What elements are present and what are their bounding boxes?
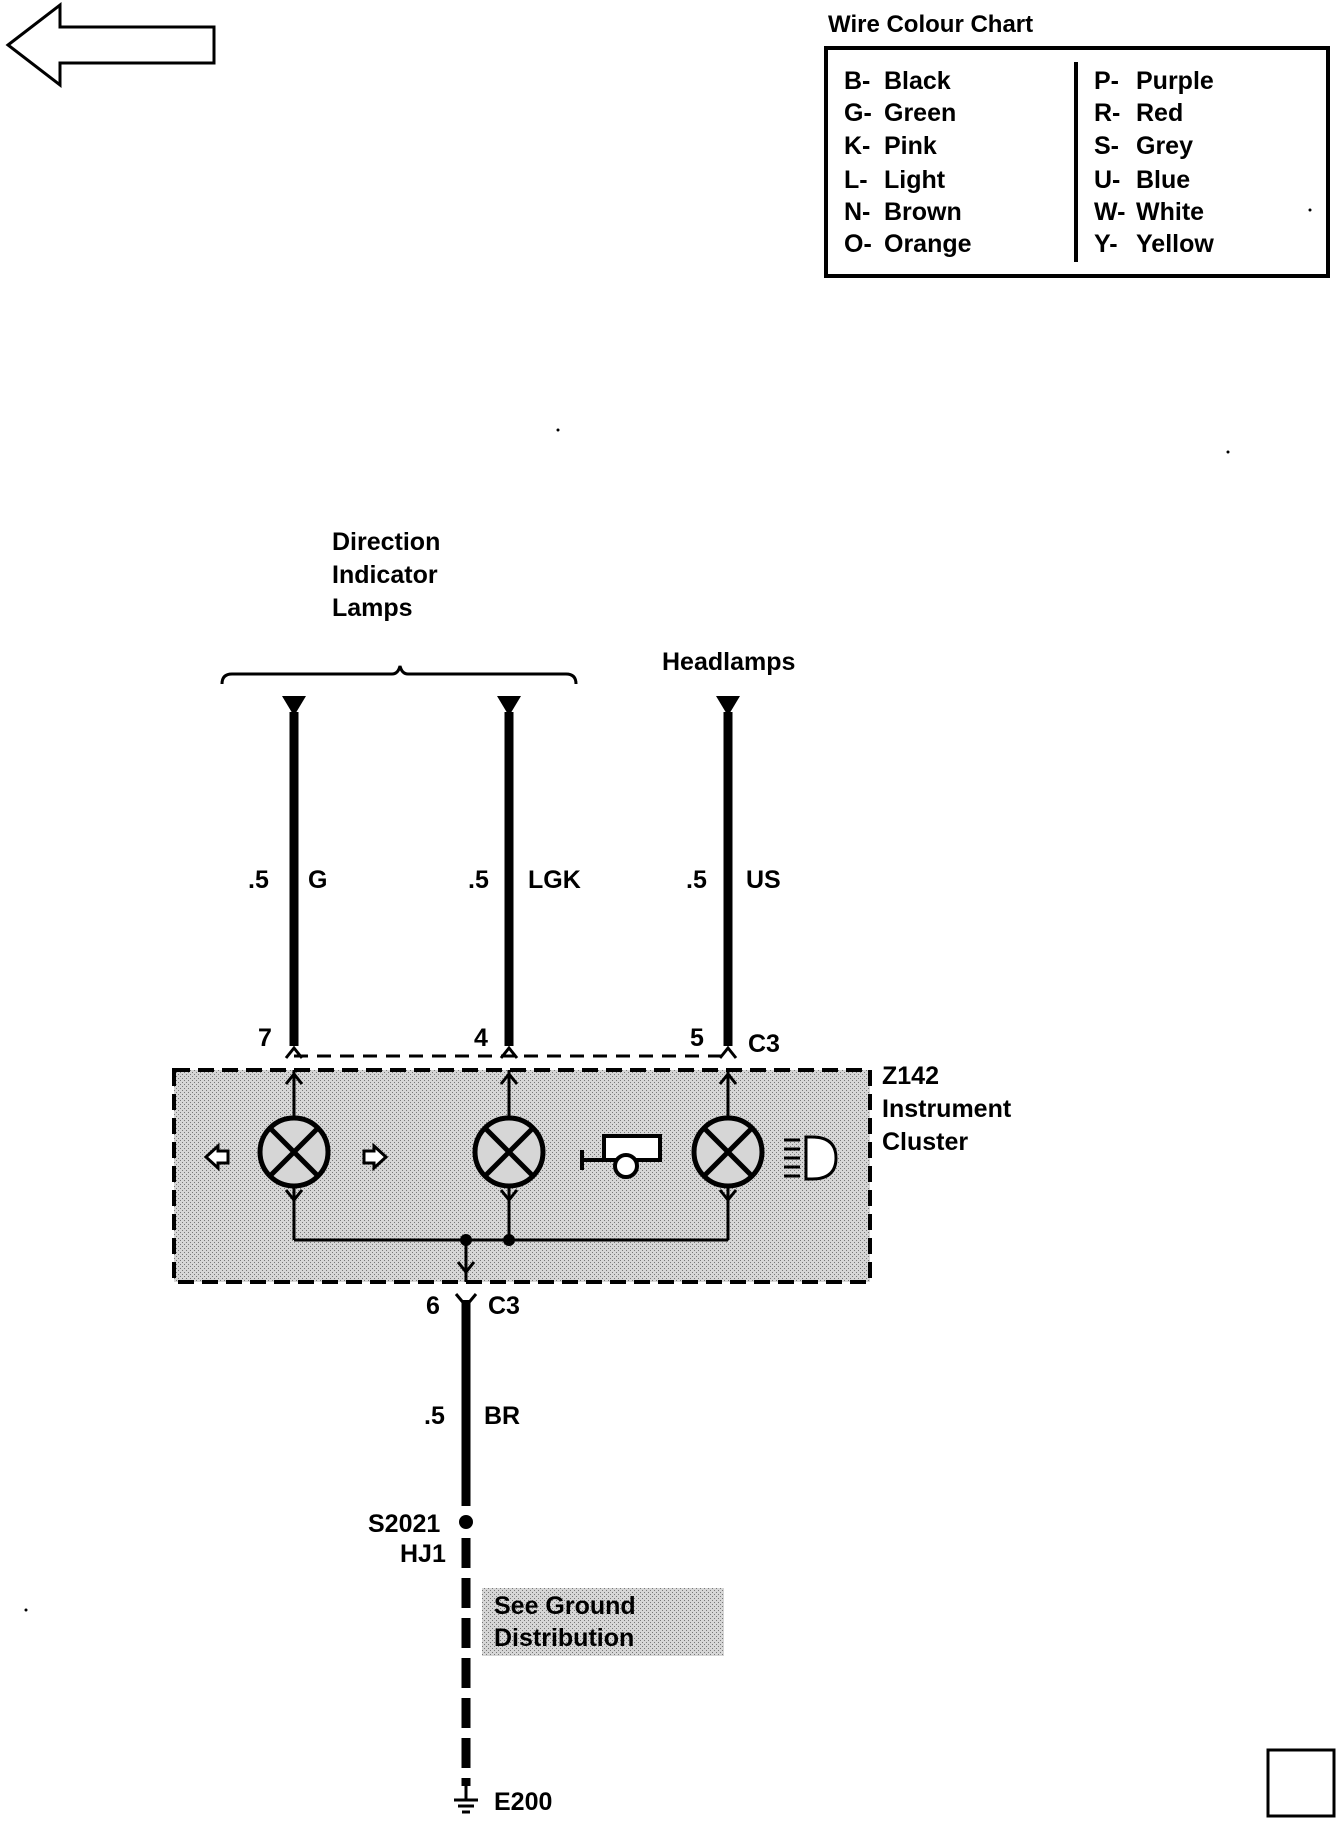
speck bbox=[24, 1608, 28, 1612]
ground-note-line2: Distribution bbox=[494, 1624, 634, 1652]
legend-code: N- bbox=[844, 198, 870, 226]
ground-wire-size: .5 bbox=[424, 1402, 445, 1430]
connector-c3-top: C3 bbox=[748, 1030, 780, 1058]
legend-left-column: B- Black G- Green K- Pink L- Light N- Br… bbox=[844, 67, 972, 258]
ground-note-box[interactable] bbox=[482, 1588, 724, 1656]
direction-label-line3: Lamps bbox=[332, 594, 413, 622]
headlamps-label: Headlamps bbox=[662, 648, 795, 676]
legend-box bbox=[824, 46, 1330, 278]
legend-name: White bbox=[1136, 198, 1204, 226]
legend-code: K- bbox=[844, 132, 870, 160]
legend-code: W- bbox=[1094, 198, 1125, 226]
component-name-line2: Cluster bbox=[882, 1128, 968, 1156]
legend-name: Pink bbox=[884, 132, 937, 160]
left-arrow-icon[interactable] bbox=[5, 1, 216, 89]
legend-code: Y- bbox=[1094, 230, 1118, 258]
lamp-bulb-icon bbox=[257, 1115, 331, 1189]
wire-color: LGK bbox=[528, 866, 581, 894]
legend-name: Red bbox=[1136, 99, 1183, 127]
pin-number: 7 bbox=[258, 1024, 272, 1052]
direction-bracket bbox=[220, 665, 578, 685]
wire-color: G bbox=[308, 866, 327, 894]
ground-id: E200 bbox=[494, 1788, 552, 1816]
pin-number: 5 bbox=[690, 1024, 704, 1052]
legend-code: L- bbox=[844, 166, 868, 194]
legend-code: R- bbox=[1094, 99, 1120, 127]
legend-name: Yellow bbox=[1136, 230, 1214, 258]
wire-color: US bbox=[746, 866, 781, 894]
ground-note-line1: See Ground bbox=[494, 1592, 636, 1620]
junction-dot bbox=[503, 1234, 515, 1246]
page-square[interactable] bbox=[1266, 1748, 1336, 1818]
ground-pin: 6 bbox=[426, 1292, 440, 1320]
pin-terminal bbox=[718, 1045, 738, 1059]
direction-label-line2: Indicator bbox=[332, 561, 438, 589]
turn-left-arrow-icon bbox=[203, 1142, 230, 1172]
legend-name: Blue bbox=[1136, 166, 1190, 194]
headlamp-icon bbox=[784, 1135, 838, 1181]
lamp-bulb-icon bbox=[472, 1115, 546, 1189]
arrow-down-icon bbox=[497, 696, 521, 716]
splice-dot bbox=[459, 1515, 473, 1529]
speck bbox=[556, 428, 560, 432]
ground-symbol-icon bbox=[454, 1786, 478, 1814]
splice-id: S2021 bbox=[368, 1510, 440, 1538]
legend-name: Purple bbox=[1136, 67, 1214, 95]
legend-name: Black bbox=[884, 67, 951, 95]
ground-wire-color: BR bbox=[484, 1402, 520, 1430]
wire-size: .5 bbox=[248, 866, 269, 894]
speck bbox=[1226, 450, 1230, 454]
speck bbox=[1308, 208, 1312, 212]
legend-code: S- bbox=[1094, 132, 1119, 160]
wire-size: .5 bbox=[468, 866, 489, 894]
legend-code: B- bbox=[844, 67, 870, 95]
legend-name: Brown bbox=[884, 198, 962, 226]
component-name-line1: Instrument bbox=[882, 1095, 1012, 1123]
turn-right-arrow-icon bbox=[362, 1142, 389, 1172]
legend-title: Wire Colour Chart bbox=[828, 11, 1033, 38]
pin-terminal bbox=[499, 1045, 519, 1059]
arrow-down-icon bbox=[716, 696, 740, 716]
legend-name: Grey bbox=[1136, 132, 1193, 160]
legend-right-column: P- Purple R- Red S- Grey U- Blue W- Whit… bbox=[1094, 67, 1214, 258]
direction-label-line1: Direction bbox=[332, 528, 440, 556]
legend-code: P- bbox=[1094, 67, 1119, 95]
legend-name: Orange bbox=[884, 230, 972, 258]
legend-name: Light bbox=[884, 166, 946, 194]
cluster-internal-circuit bbox=[284, 1070, 738, 1282]
lamp-bulb-icon bbox=[691, 1115, 765, 1189]
splice-sub: HJ1 bbox=[400, 1540, 446, 1568]
junction-dot bbox=[460, 1234, 472, 1246]
pin-terminal bbox=[284, 1045, 304, 1059]
legend-name: Green bbox=[884, 99, 956, 127]
arrow-down-icon bbox=[282, 696, 306, 716]
pin-number: 4 bbox=[474, 1024, 488, 1052]
legend-code: O- bbox=[844, 230, 872, 258]
wire-3 bbox=[716, 696, 740, 1046]
wire-2 bbox=[497, 696, 521, 1046]
wire-size: .5 bbox=[686, 866, 707, 894]
legend-code: U- bbox=[1094, 166, 1120, 194]
connector-c3-bottom: C3 bbox=[488, 1292, 520, 1320]
trailer-icon bbox=[580, 1134, 662, 1179]
wire-1 bbox=[282, 696, 306, 1046]
legend-code: G- bbox=[844, 99, 872, 127]
component-id: Z142 bbox=[882, 1062, 939, 1090]
